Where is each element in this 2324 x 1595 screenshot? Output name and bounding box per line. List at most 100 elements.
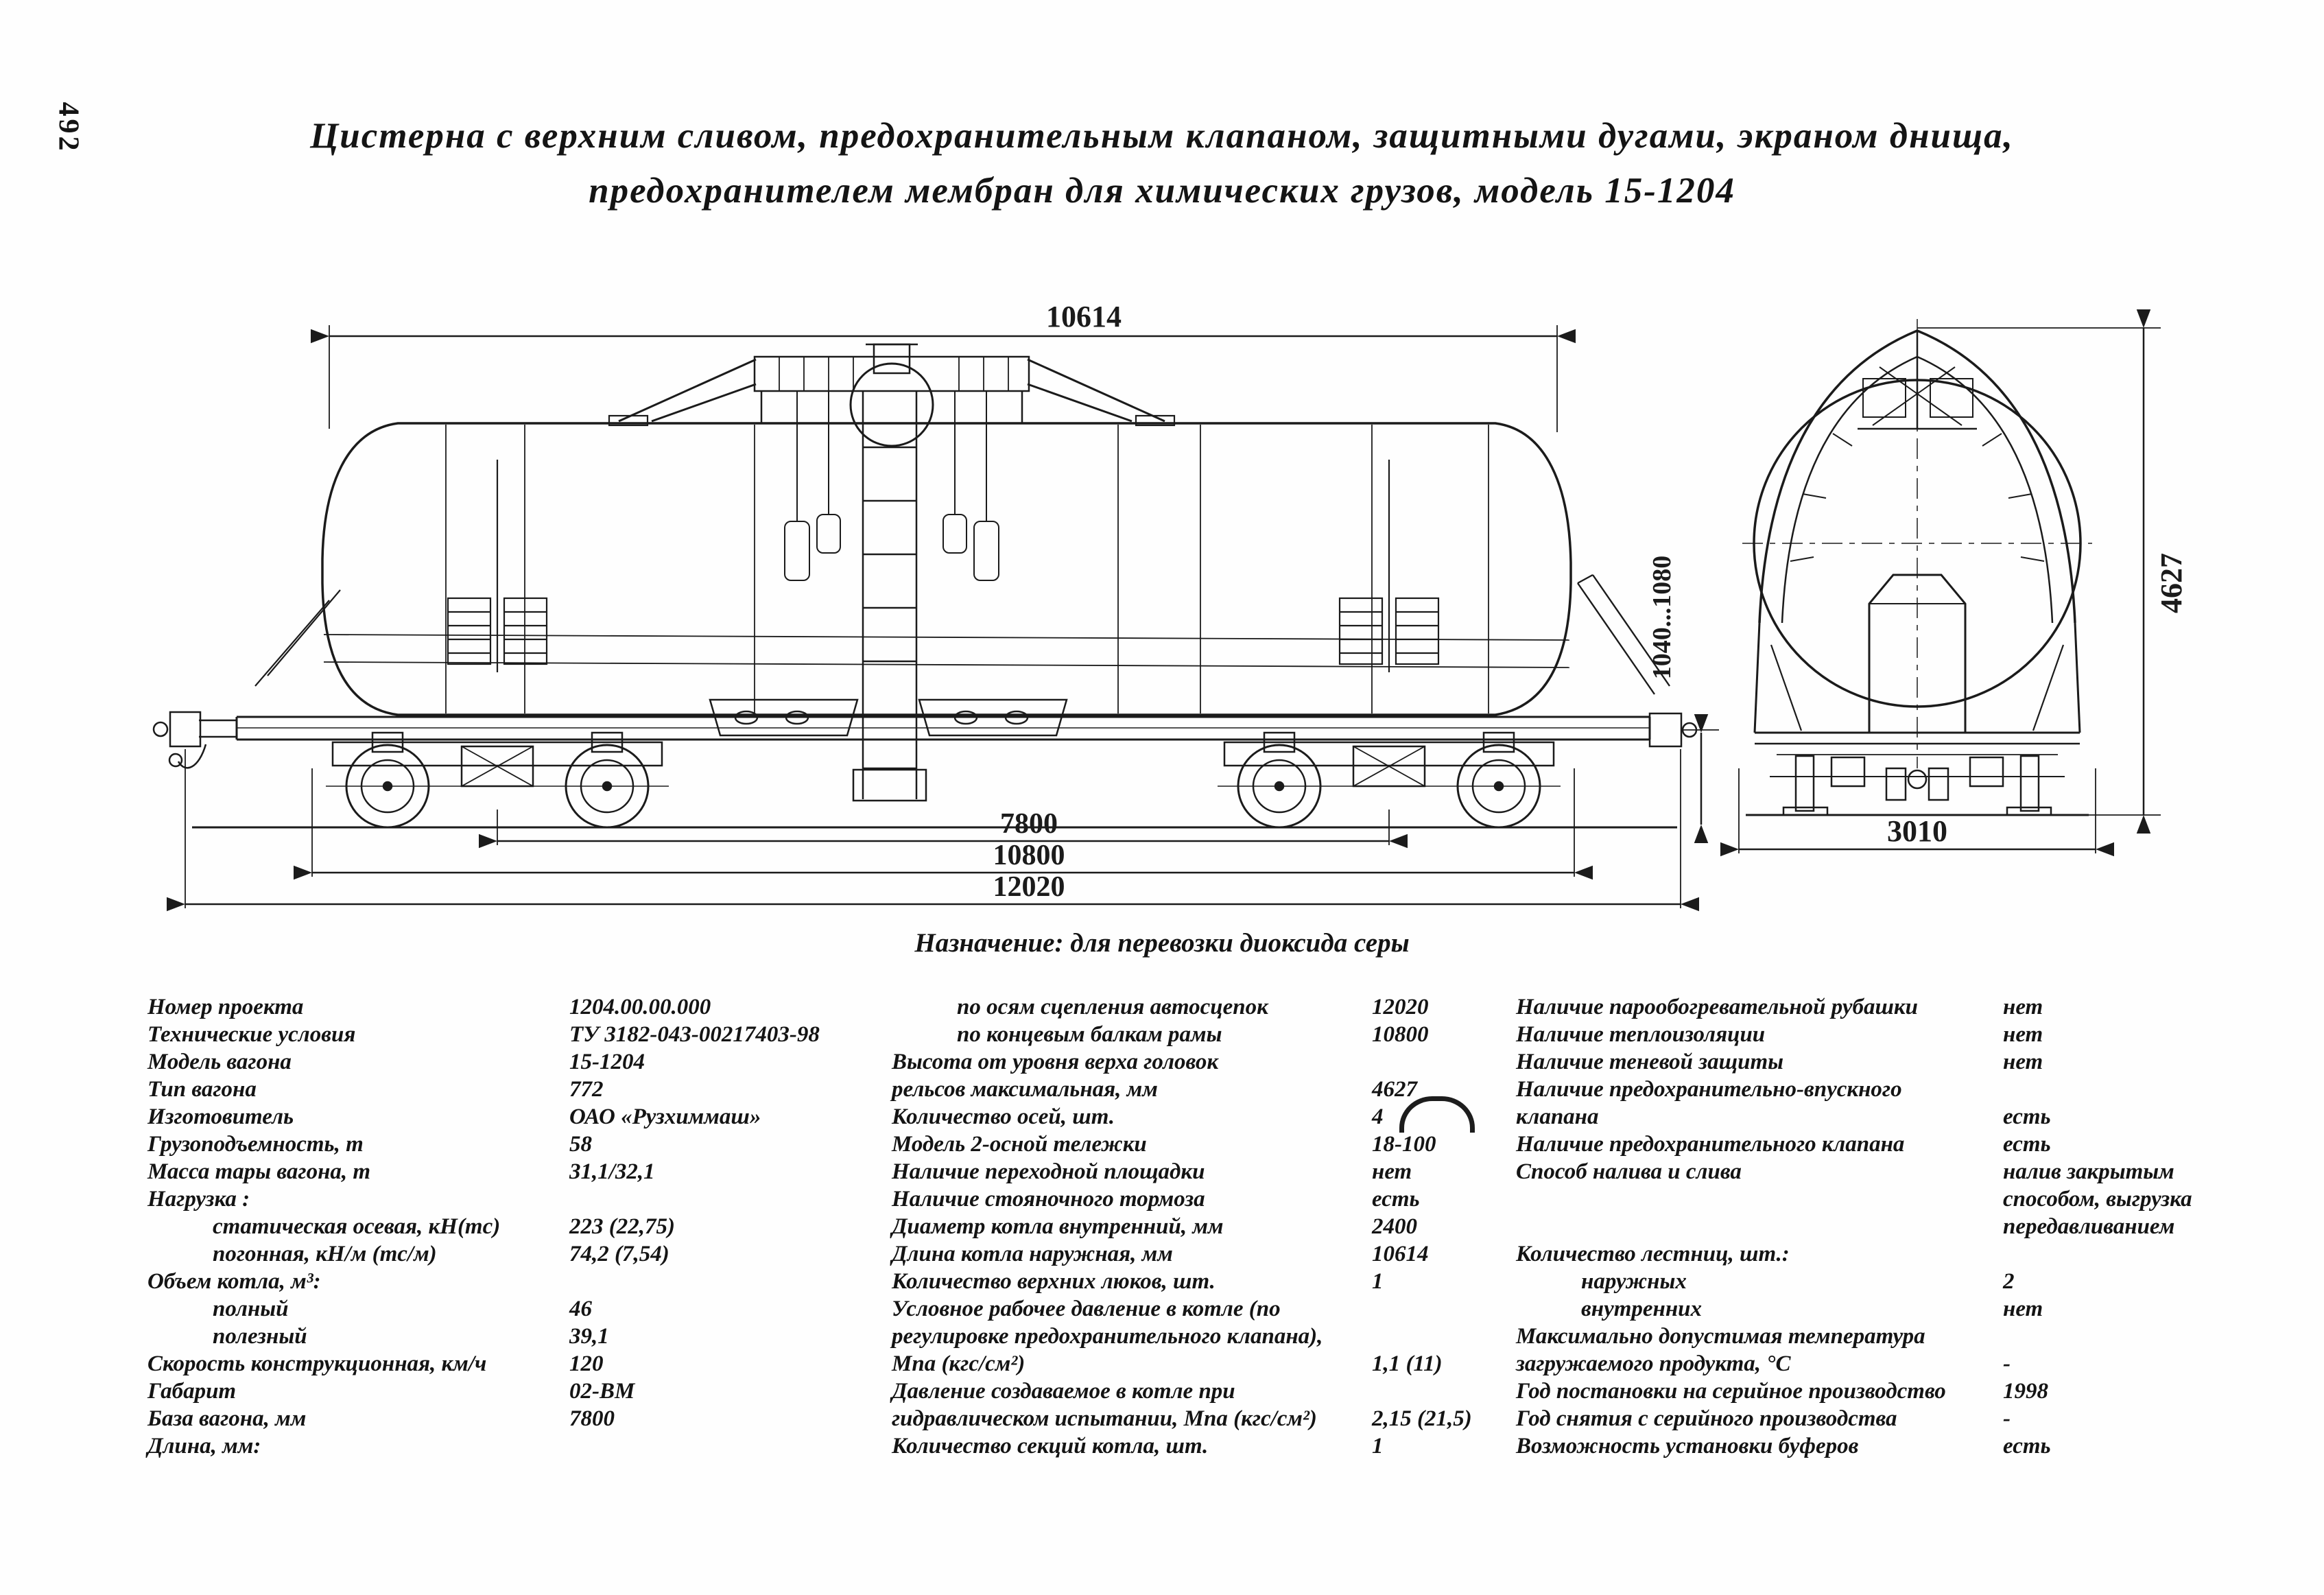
spec-row: гидравлическом испытании, Мпа (кгс/см²)2…: [892, 1405, 1619, 1432]
spec-value: 39,1: [569, 1324, 609, 1349]
spec-label: Наличие стояночного тормоза: [892, 1187, 1205, 1212]
spec-row: Высота от уровня верха головок: [892, 1048, 1619, 1076]
spec-row: наружных 2: [1516, 1268, 2312, 1295]
spec-label: по концевым балкам рамы: [957, 1022, 1222, 1047]
spec-label: Давление создаваемое в котле при: [892, 1379, 1235, 1404]
end-view: [1720, 309, 2161, 857]
spec-value: 4: [1372, 1104, 1384, 1129]
spec-row: регулировке предохранительного клапана),: [892, 1323, 1619, 1350]
spec-value: 12020: [1372, 995, 1429, 1019]
spec-value: 02-ВМ: [569, 1379, 635, 1404]
spec-label: Год постановки на серийное производство: [1516, 1379, 1946, 1404]
spec-row: погонная, кН/м (тс/м)74,2 (7,54): [147, 1240, 923, 1268]
spec-label: наружных: [1581, 1269, 1687, 1294]
spec-label: Мпа (кгс/см²): [892, 1351, 1025, 1376]
spec-label: Длина котла наружная, мм: [892, 1242, 1173, 1266]
spec-row: Наличие предохранительно-впускного: [1516, 1076, 2312, 1103]
spec-row: Модель 2-осной тележки 18-100: [892, 1131, 1619, 1158]
spec-label: по осям сцепления автосцепок: [957, 995, 1268, 1019]
spec-row: Мпа (кгс/см²) 1,1 (11): [892, 1350, 1619, 1378]
spec-value: 58: [569, 1132, 592, 1157]
spec-value: 772: [569, 1077, 604, 1102]
spec-value: нет: [1372, 1159, 1412, 1184]
dim-label-height: 4627: [2155, 553, 2188, 613]
spec-label: Наличие переходной площадки: [892, 1159, 1205, 1184]
spec-value: есть: [2003, 1434, 2051, 1458]
spec-value: есть: [2003, 1104, 2051, 1129]
spec-row: Количество верхних люков, шт. 1: [892, 1268, 1619, 1295]
spec-label: Скорость конструкционная, км/ч: [147, 1351, 487, 1376]
spec-label: Нагрузка :: [147, 1187, 250, 1212]
spec-row: способом, выгрузка: [1516, 1185, 2312, 1213]
spec-label: Наличие парообогревательной рубашки: [1516, 995, 1919, 1019]
spec-label: регулировке предохранительного клапана),: [892, 1324, 1323, 1349]
dim-label-overall-length: 12020: [993, 871, 1065, 903]
page-title-line-1: Цистерна с верхним сливом, предохранител…: [310, 116, 2014, 156]
tank-wagon-technical-drawing: 10614 7800 10800 12020 1040...1080: [152, 300, 2188, 912]
spec-label: Год снятия с серийного производства: [1516, 1406, 1897, 1431]
spec-row: Нагрузка :: [147, 1185, 923, 1213]
spec-label: Номер проекта: [147, 995, 304, 1019]
spec-row: полный 46: [147, 1295, 923, 1323]
spec-value: 1,1 (11): [1372, 1351, 1443, 1376]
spec-label: Количество осей, шт.: [892, 1104, 1115, 1129]
spec-row: Максимально допустимая температура: [1516, 1323, 2312, 1350]
spec-value: 7800: [569, 1406, 615, 1431]
spec-row: Количество осей, шт. 4: [892, 1103, 1619, 1131]
dim-label-bogie-base: 7800: [1000, 808, 1058, 840]
spec-label: Наличие теплоизоляции: [1516, 1022, 1766, 1047]
spec-value: 1: [1372, 1434, 1384, 1458]
spec-value: налив закрытым: [2003, 1159, 2174, 1184]
spec-row: Наличие стояночного тормоза есть: [892, 1185, 1619, 1213]
spec-value: 120: [569, 1351, 604, 1376]
spec-row: Длина, мм:: [147, 1432, 923, 1460]
spec-row: по концевым балкам рамы 10800: [892, 1021, 1619, 1048]
spec-value: 223 (22,75): [569, 1214, 675, 1239]
spec-row: Условное рабочее давление в котле (по: [892, 1295, 1619, 1323]
spec-value: 10800: [1372, 1022, 1429, 1047]
spec-value: ТУ 3182-043-00217403-98: [569, 1022, 820, 1047]
spec-label: Изготовитель: [147, 1104, 294, 1129]
spec-row: Давление создаваемое в котле при: [892, 1378, 1619, 1405]
spec-label: гидравлическом испытании, Мпа (кгс/см²): [892, 1406, 1317, 1431]
spec-value: 1: [1372, 1269, 1384, 1294]
spec-label: полный: [213, 1297, 289, 1321]
spec-label: Модель 2-осной тележки: [892, 1132, 1147, 1157]
spec-value: способом, выгрузка: [2003, 1187, 2192, 1212]
spec-value: есть: [1372, 1187, 1420, 1212]
spec-row: Наличие переходной площадки нет: [892, 1158, 1619, 1185]
spec-value: 18-100: [1372, 1132, 1436, 1157]
spec-value: нет: [2003, 1297, 2043, 1321]
spec-label: Объем котла, м³:: [147, 1269, 321, 1294]
spec-label: Модель вагона: [147, 1050, 292, 1074]
spec-value: 2: [2003, 1269, 2015, 1294]
spec-row: передавливанием: [1516, 1213, 2312, 1240]
spec-value: нет: [2003, 1050, 2043, 1074]
spec-label: Количество верхних люков, шт.: [892, 1269, 1216, 1294]
spec-label: Грузоподъемность, т: [147, 1132, 364, 1157]
spec-value: -: [2003, 1351, 2011, 1376]
spec-label: Количество лестниц, шт.:: [1516, 1242, 1790, 1266]
page-title-line-2: предохранителем мембран для химических г…: [589, 171, 1735, 211]
spec-value: 46: [569, 1297, 592, 1321]
spec-label: Высота от уровня верха головок: [892, 1050, 1219, 1074]
purpose-caption: Назначение: для перевозки диоксида серы: [914, 928, 1410, 958]
dim-label-frame-length: 10800: [993, 840, 1065, 871]
spec-label: Возможность установки буферов: [1516, 1434, 1859, 1458]
spec-value: 74,2 (7,54): [569, 1242, 669, 1266]
